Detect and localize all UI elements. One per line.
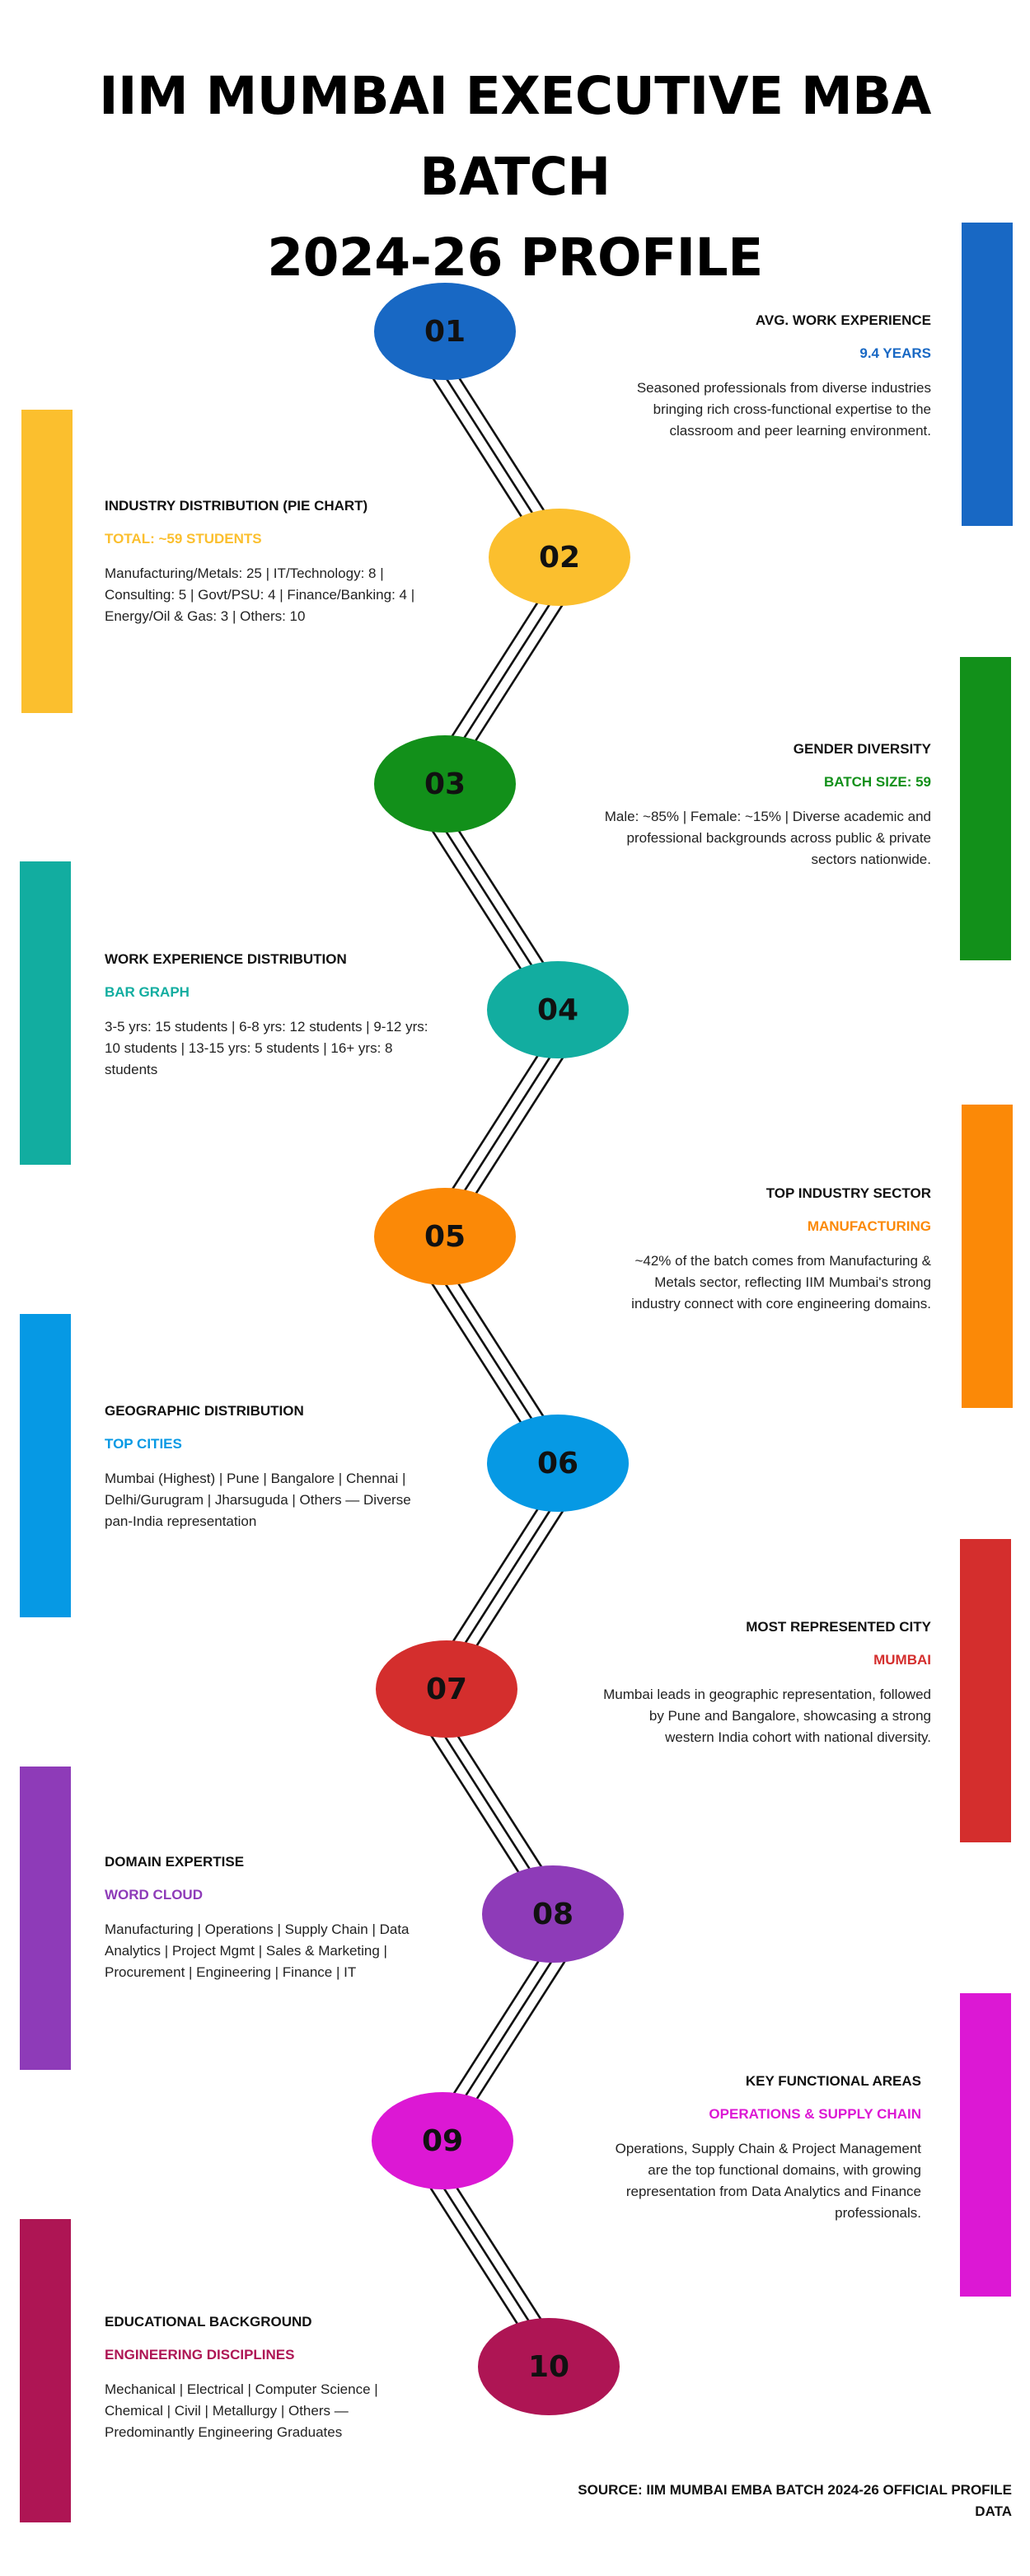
step-block-10: EDUCATIONAL BACKGROUND ENGINEERING DISCI…: [105, 2313, 434, 2443]
step-body: Mumbai leads in geographic representatio…: [603, 1687, 931, 1745]
page-title-line-2: 2024-26 PROFILE: [267, 228, 763, 288]
step-heading: TOP INDUSTRY SECTOR: [765, 1185, 931, 1201]
step-highlight: 9.4 YEARS: [859, 345, 931, 361]
step-node-04: 04: [487, 961, 629, 1058]
step-block-09: KEY FUNCTIONAL AREAS OPERATIONS & SUPPLY…: [592, 2072, 921, 2224]
step-body: Mechanical | Electrical | Computer Scien…: [105, 2381, 378, 2440]
accent-bar-08: [20, 1767, 71, 2070]
step-body: Male: ~85% | Female: ~15% | Diverse acad…: [604, 809, 931, 867]
step-highlight: BATCH SIZE: 59: [823, 774, 931, 790]
step-block-03: GENDER DIVERSITY BATCH SIZE: 59 Male: ~8…: [602, 740, 931, 870]
accent-bar-07: [960, 1539, 1011, 1842]
step-heading: KEY FUNCTIONAL AREAS: [745, 2073, 921, 2089]
connector-05-06: [429, 1280, 550, 1425]
step-node-02: 02: [489, 509, 630, 606]
accent-bar-10: [20, 2219, 71, 2522]
connector-06-07: [446, 1507, 566, 1652]
step-heading: GENDER DIVERSITY: [793, 741, 931, 757]
connector-03-04: [429, 827, 550, 972]
step-highlight: MANUFACTURING: [807, 1218, 931, 1234]
step-node-05: 05: [374, 1188, 516, 1285]
step-heading: GEOGRAPHIC DISTRIBUTION: [105, 1403, 304, 1419]
connector-01-02: [429, 373, 550, 518]
step-highlight: WORD CLOUD: [105, 1887, 203, 1903]
accent-bar-02: [21, 410, 73, 713]
accent-bar-04: [20, 861, 71, 1165]
step-highlight: TOTAL: ~59 STUDENTS: [105, 531, 262, 547]
accent-bar-09: [960, 1993, 1011, 2297]
connector-04-05: [446, 1053, 566, 1199]
step-heading: EDUCATIONAL BACKGROUND: [105, 2314, 312, 2330]
step-node-03: 03: [374, 735, 516, 833]
page-title-line-1: IIM MUMBAI EXECUTIVE MBA BATCH: [99, 66, 931, 207]
connector-07-08: [429, 1734, 550, 1879]
step-body: ~42% of the batch comes from Manufacturi…: [631, 1253, 931, 1311]
page-title: IIM MUMBAI EXECUTIVE MBA BATCH 2024-26 P…: [0, 56, 1030, 298]
step-block-02: INDUSTRY DISTRIBUTION (PIE CHART) TOTAL:…: [105, 497, 434, 627]
step-highlight: ENGINEERING DISCIPLINES: [105, 2347, 295, 2363]
step-block-08: DOMAIN EXPERTISE WORD CLOUD Manufacturin…: [105, 1853, 434, 1983]
step-body: Mumbai (Highest) | Pune | Bangalore | Ch…: [105, 1471, 411, 1529]
step-highlight: MUMBAI: [873, 1652, 931, 1668]
step-heading: INDUSTRY DISTRIBUTION (PIE CHART): [105, 498, 368, 514]
step-node-01: 01: [374, 283, 516, 380]
step-block-04: WORK EXPERIENCE DISTRIBUTION BAR GRAPH 3…: [105, 950, 434, 1081]
step-body: Seasoned professionals from diverse indu…: [636, 380, 931, 439]
step-heading: DOMAIN EXPERTISE: [105, 1854, 245, 1870]
accent-bar-06: [20, 1314, 71, 1617]
step-highlight: OPERATIONS & SUPPLY CHAIN: [709, 2106, 921, 2122]
connector-02-03: [446, 600, 566, 745]
step-body: Manufacturing/Metals: 25 | IT/Technology…: [105, 565, 415, 624]
accent-bar-05: [962, 1105, 1013, 1408]
step-node-09: 09: [372, 2092, 513, 2189]
step-body: Operations, Supply Chain & Project Manag…: [615, 2141, 921, 2221]
step-body: Manufacturing | Operations | Supply Chai…: [105, 1921, 410, 1980]
step-highlight: BAR GRAPH: [105, 984, 190, 1000]
step-block-05: TOP INDUSTRY SECTOR MANUFACTURING ~42% o…: [602, 1185, 931, 1315]
connector-09-10: [429, 2187, 550, 2332]
step-node-08: 08: [482, 1865, 624, 1963]
step-node-10: 10: [478, 2318, 620, 2415]
accent-bar-03: [960, 657, 1011, 960]
step-node-06: 06: [487, 1415, 629, 1512]
step-block-07: MOST REPRESENTED CITY MUMBAI Mumbai lead…: [602, 1618, 931, 1748]
step-block-06: GEOGRAPHIC DISTRIBUTION TOP CITIES Mumba…: [105, 1402, 434, 1532]
step-heading: AVG. WORK EXPERIENCE: [755, 312, 931, 328]
step-heading: MOST REPRESENTED CITY: [746, 1619, 931, 1635]
step-heading: WORK EXPERIENCE DISTRIBUTION: [105, 951, 347, 967]
step-node-07: 07: [376, 1640, 517, 1738]
source-note: SOURCE: IIM MUMBAI EMBA BATCH 2024-26 OF…: [578, 2482, 1012, 2519]
accent-bar-01: [962, 223, 1013, 526]
connector-08-09: [446, 1960, 566, 2105]
step-body: 3-5 yrs: 15 students | 6-8 yrs: 12 stude…: [105, 1019, 428, 1077]
step-highlight: TOP CITIES: [105, 1436, 182, 1452]
step-block-01: AVG. WORK EXPERIENCE 9.4 YEARS Seasoned …: [602, 312, 931, 442]
